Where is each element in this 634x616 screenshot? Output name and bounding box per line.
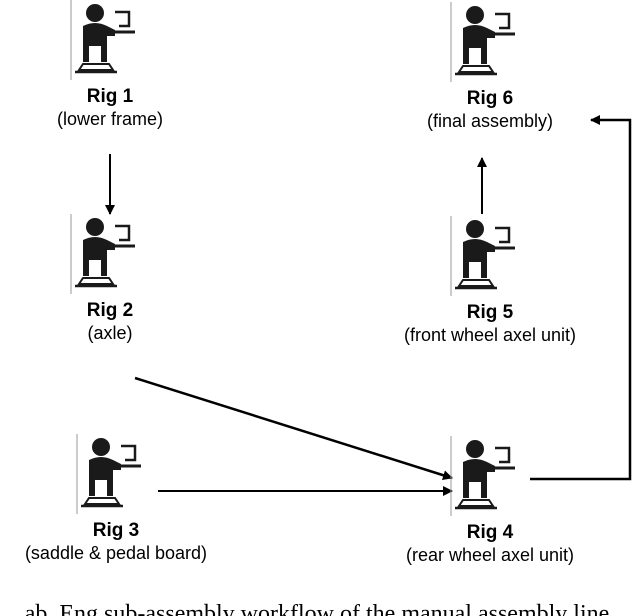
rig-name: Rig 4 bbox=[466, 522, 514, 543]
worker-at-workstation-icon bbox=[70, 0, 135, 80]
rig-3-node: Rig 3 (saddle & pedal board) bbox=[16, 434, 216, 564]
rig-description: (rear wheel axel unit) bbox=[405, 545, 575, 565]
worker-at-workstation-icon bbox=[76, 434, 141, 514]
rig-name: Rig 5 bbox=[466, 302, 514, 323]
worker-at-workstation-icon bbox=[450, 2, 515, 82]
rig-6-node: Rig 6 (final assembly) bbox=[390, 2, 590, 132]
rig-4-node: Rig 4 (rear wheel axel unit) bbox=[390, 436, 590, 566]
rig-description: (saddle & pedal board) bbox=[24, 543, 208, 563]
worker-at-workstation-icon bbox=[70, 214, 135, 294]
figure-caption: ab. Eng sub-assembly workflow of the man… bbox=[24, 601, 610, 616]
rig-description: (axle) bbox=[87, 323, 133, 343]
rig-name: Rig 3 bbox=[92, 520, 140, 541]
rig-name: Rig 6 bbox=[466, 88, 514, 109]
rig-name: Rig 2 bbox=[86, 300, 134, 321]
worker-at-workstation-icon bbox=[450, 216, 515, 296]
rig-description: (front wheel axel unit) bbox=[403, 325, 577, 345]
worker-at-workstation-icon bbox=[450, 436, 515, 516]
rig-5-node: Rig 5 (front wheel axel unit) bbox=[390, 216, 590, 346]
rig-name: Rig 1 bbox=[86, 86, 134, 107]
rig-description: (lower frame) bbox=[56, 109, 163, 129]
rig-2-node: Rig 2 (axle) bbox=[10, 214, 210, 344]
rig-description: (final assembly) bbox=[426, 111, 554, 131]
rig-1-node: Rig 1 (lower frame) bbox=[10, 0, 210, 130]
